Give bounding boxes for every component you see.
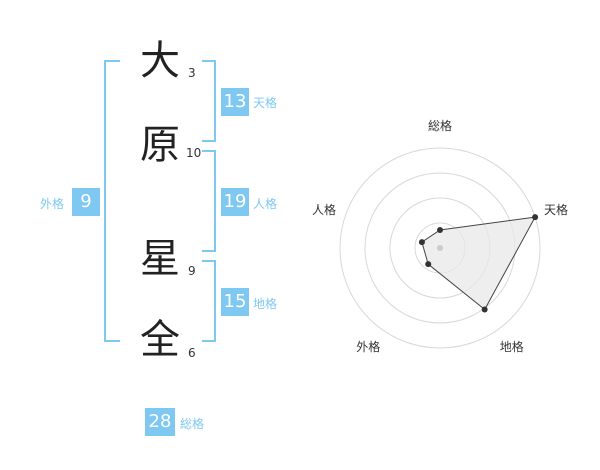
- gaikaku-label: 外格: [40, 197, 65, 211]
- gaikaku-bracket: [104, 60, 120, 342]
- radar-point-1: [532, 214, 539, 221]
- radar-polygon: [421, 216, 537, 311]
- radar-label-0: 総格: [428, 119, 453, 133]
- soukaku-score: 28: [145, 408, 175, 436]
- chikaku-score: 15: [221, 288, 249, 316]
- tenkaku-score: 13: [221, 88, 249, 116]
- radar-label-3: 外格: [356, 339, 381, 354]
- radar-label-1: 天格: [544, 203, 569, 218]
- radar-label-2: 地格: [499, 339, 524, 354]
- radar-ring-4: [339, 147, 541, 349]
- radar-point-3: [425, 261, 432, 268]
- jinkaku-bracket: [202, 150, 216, 252]
- radar-chart: [339, 147, 541, 349]
- jinkaku-label: 人格: [253, 197, 278, 211]
- jinkaku-score: 19: [221, 188, 249, 216]
- radar-point-0: [437, 227, 443, 233]
- tenkaku-label: 天格: [253, 96, 278, 110]
- soukaku-label: 総格: [180, 417, 205, 431]
- stroke-count-3: 9: [188, 264, 196, 278]
- radar-point-2: [481, 306, 488, 313]
- name-char-2: 原: [140, 122, 180, 168]
- chikaku-bracket: [202, 260, 216, 342]
- gaikaku-score: 9: [72, 188, 100, 216]
- stroke-count-2: 10: [186, 146, 202, 160]
- chikaku-label: 地格: [253, 297, 278, 311]
- stroke-count-1: 3: [188, 66, 196, 80]
- radar-center: [437, 245, 443, 251]
- name-char-3: 星: [140, 236, 180, 282]
- tenkaku-bracket: [202, 60, 216, 142]
- name-char-1: 大: [140, 38, 180, 84]
- stroke-count-4: 6: [188, 346, 196, 360]
- radar-point-4: [418, 239, 425, 246]
- radar-label-4: 人格: [311, 203, 336, 218]
- name-char-4: 全: [140, 317, 180, 363]
